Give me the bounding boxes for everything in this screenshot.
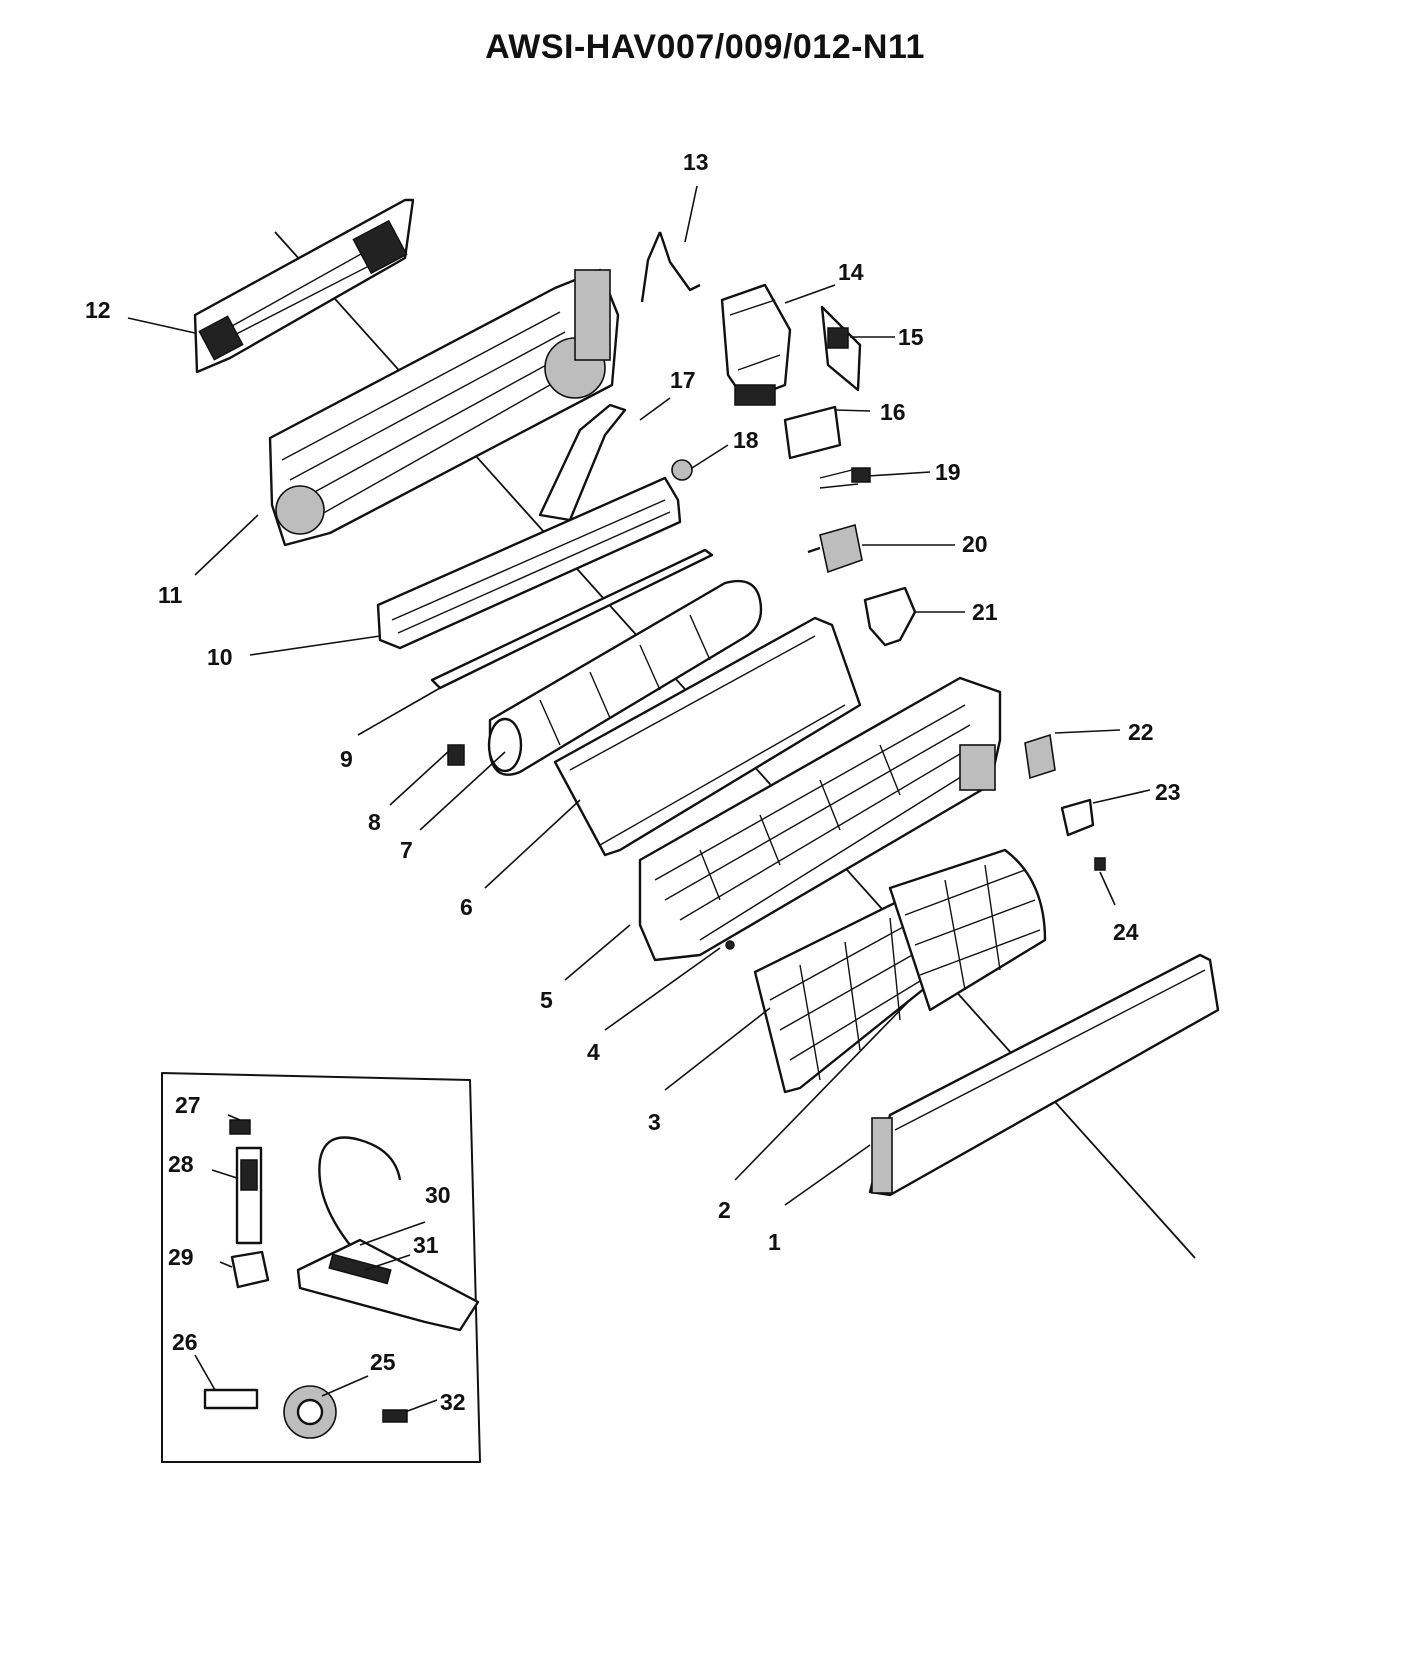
callout-28: 28 xyxy=(168,1151,194,1177)
part-24-screw[interactable] xyxy=(1094,857,1106,871)
callout-21: 21 xyxy=(972,599,998,625)
callout-15: 15 xyxy=(898,324,924,350)
callout-29: 29 xyxy=(168,1244,194,1270)
callout-labels: 1 2 3 4 5 6 7 8 9 10 11 12 13 14 15 16 1… xyxy=(85,149,1181,1415)
part-10-drain-pan[interactable] xyxy=(376,476,682,650)
part-26-bracket[interactable] xyxy=(203,1388,259,1410)
callout-20: 20 xyxy=(962,531,988,557)
part-15-cover-bracket[interactable] xyxy=(820,305,862,392)
part-19-thermistor[interactable] xyxy=(819,467,871,489)
callout-22: 22 xyxy=(1128,719,1154,745)
leader-lines xyxy=(127,185,1151,1413)
callout-5: 5 xyxy=(540,987,553,1013)
callout-25: 25 xyxy=(370,1349,396,1375)
callout-13: 13 xyxy=(683,149,709,175)
part-7-cross-flow-fan[interactable] xyxy=(487,579,763,776)
callout-26: 26 xyxy=(172,1329,198,1355)
part-14-control-box[interactable] xyxy=(720,283,792,406)
part-5-front-frame[interactable] xyxy=(638,676,1002,962)
part-2-air-filter[interactable] xyxy=(888,848,1047,1012)
callout-17: 17 xyxy=(670,367,696,393)
callout-18: 18 xyxy=(733,427,759,453)
part-25-wall-cap[interactable] xyxy=(283,1385,337,1439)
callout-14: 14 xyxy=(838,259,864,285)
part-31-installation-plate[interactable] xyxy=(296,1238,480,1332)
callout-3: 3 xyxy=(648,1109,661,1135)
part-21-motor-bracket[interactable] xyxy=(863,586,917,647)
diagram-title: AWSI-HAV007/009/012-N11 xyxy=(485,28,925,66)
callout-2: 2 xyxy=(718,1197,731,1223)
callout-27: 27 xyxy=(175,1092,201,1118)
callout-19: 19 xyxy=(935,459,961,485)
callout-24: 24 xyxy=(1113,919,1139,945)
callout-23: 23 xyxy=(1155,779,1181,805)
callout-7: 7 xyxy=(400,837,413,863)
part-16-pcb[interactable] xyxy=(783,405,842,460)
part-30-drain-hose[interactable] xyxy=(318,1136,402,1246)
callout-4: 4 xyxy=(587,1039,600,1065)
part-9-louver-rod[interactable] xyxy=(430,548,714,690)
callout-9: 9 xyxy=(340,746,353,772)
part-28-remote-controller[interactable] xyxy=(235,1146,263,1245)
callout-31: 31 xyxy=(413,1232,439,1258)
part-32-clip[interactable] xyxy=(382,1409,408,1423)
part-22-display-cover[interactable] xyxy=(1024,733,1056,780)
part-20-fan-motor[interactable] xyxy=(807,523,863,574)
part-23-receiver[interactable] xyxy=(1060,798,1095,837)
part-13-sensor-wire[interactable] xyxy=(640,231,701,303)
callout-11: 11 xyxy=(158,582,183,608)
callout-6: 6 xyxy=(460,894,473,920)
callout-8: 8 xyxy=(368,809,381,835)
part-12-mounting-plate[interactable] xyxy=(193,198,415,374)
callout-10: 10 xyxy=(207,644,233,670)
callout-12: 12 xyxy=(85,297,111,323)
callout-16: 16 xyxy=(880,399,906,425)
callout-32: 32 xyxy=(440,1389,466,1415)
part-11-chassis[interactable] xyxy=(268,268,620,547)
part-27-filter-clip[interactable] xyxy=(229,1119,251,1135)
callout-30: 30 xyxy=(425,1182,451,1208)
part-6-evaporator[interactable] xyxy=(553,616,862,857)
part-29-remote-holder[interactable] xyxy=(230,1250,270,1289)
part-8-bearing[interactable] xyxy=(447,744,465,766)
part-4-screw[interactable] xyxy=(725,940,735,950)
part-18-screw[interactable] xyxy=(671,459,693,481)
part-1-front-panel[interactable] xyxy=(868,953,1220,1197)
callout-1: 1 xyxy=(768,1229,781,1255)
